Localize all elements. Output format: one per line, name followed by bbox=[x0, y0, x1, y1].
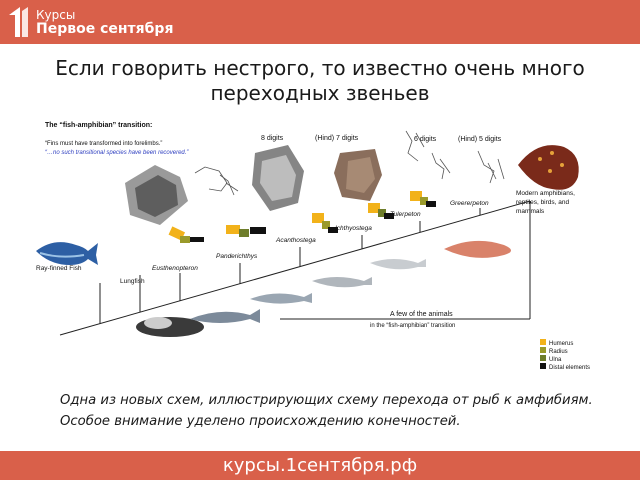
evolution-figure: The “fish-amphibian” transition: “Fins m… bbox=[30, 113, 610, 375]
ichthyostega-image bbox=[370, 259, 426, 270]
eusthenopteron-image bbox=[190, 309, 260, 323]
label-modern-2: reptiles, birds, and bbox=[516, 199, 569, 206]
tulerpeton-image bbox=[444, 240, 511, 258]
logo-line-courses: Курсы bbox=[36, 8, 76, 22]
animals-note-2: in the “fish-amphibian” transition bbox=[370, 323, 455, 329]
caption-line1: Одна из новых схем, иллюстрирующих схему… bbox=[60, 393, 593, 408]
acanthostega-image bbox=[312, 277, 372, 288]
label-hind-5-digits: (Hind) 5 digits bbox=[458, 136, 502, 143]
slide-title: Если говорить нестрого, то известно очен… bbox=[20, 56, 620, 106]
bone-legend: Humerus Radius Ulna Distal elements bbox=[540, 339, 590, 371]
slide-caption: Одна из новых схем, иллюстрирующих схему… bbox=[60, 390, 630, 432]
label-ray-finned-fish: Ray-finned Fish bbox=[36, 265, 82, 272]
figure-quote2: “…no such transitional species have been… bbox=[45, 150, 189, 156]
logo-line-name: Первое сентября bbox=[36, 21, 174, 37]
label-hind-7-digits: (Hind) 7 digits bbox=[315, 135, 359, 142]
lungfish-image bbox=[136, 317, 204, 337]
site-logo[interactable]: Курсы Первое сентября bbox=[6, 4, 173, 40]
label-8-digits: 8 digits bbox=[261, 135, 284, 142]
legend-humerus: Humerus bbox=[549, 341, 573, 347]
panderichthys-image bbox=[250, 293, 312, 304]
phylogeny-tree bbox=[59, 200, 531, 336]
label-tulerpeton: Tulerpeton bbox=[390, 211, 421, 218]
label-panderichthys: Panderichthys bbox=[216, 253, 258, 260]
figure-heading: The “fish-amphibian” transition: bbox=[45, 122, 152, 129]
site-url-link[interactable]: курсы.1сентября.рф bbox=[222, 455, 418, 476]
label-greererpeton: Greererpeton bbox=[450, 200, 489, 207]
label-lungfish: Lungfish bbox=[120, 278, 145, 285]
ray-finned-fish-image bbox=[36, 242, 98, 265]
salamander-image bbox=[518, 145, 579, 190]
label-modern-1: Modern amphibians, bbox=[516, 190, 575, 197]
label-6-digits: 6 digits bbox=[414, 136, 437, 143]
bottom-banner: курсы.1сентября.рф bbox=[0, 451, 640, 480]
logo-digit-icon bbox=[6, 5, 32, 39]
animals-note-1: A few of the animals bbox=[390, 311, 453, 318]
limb-skeleton-sketches bbox=[194, 130, 505, 196]
figure-quote1: “Fins must have transformed into forelim… bbox=[45, 141, 162, 147]
label-ichthyostega: Ichthyostega bbox=[335, 225, 372, 232]
slide-title-line1: Если говорить нестрого, то известно очен… bbox=[55, 56, 585, 80]
limb-bone-diagrams bbox=[168, 191, 436, 243]
slide-title-line2: переходных звеньев bbox=[210, 81, 430, 105]
top-banner: Курсы Первое сентября bbox=[0, 0, 640, 44]
legend-ulna: Ulna bbox=[549, 357, 562, 363]
legend-radius: Radius bbox=[549, 349, 568, 355]
caption-line2: Особое внимание уделено происхождению ко… bbox=[60, 414, 461, 429]
legend-distal: Distal elements bbox=[549, 365, 590, 371]
label-acanthostega: Acanthostega bbox=[275, 237, 316, 244]
label-eusthenopteron: Eusthenopteron bbox=[152, 265, 198, 272]
evolution-diagram: The “fish-amphibian” transition: “Fins m… bbox=[36, 122, 590, 371]
fossil-slab-images bbox=[125, 145, 382, 225]
